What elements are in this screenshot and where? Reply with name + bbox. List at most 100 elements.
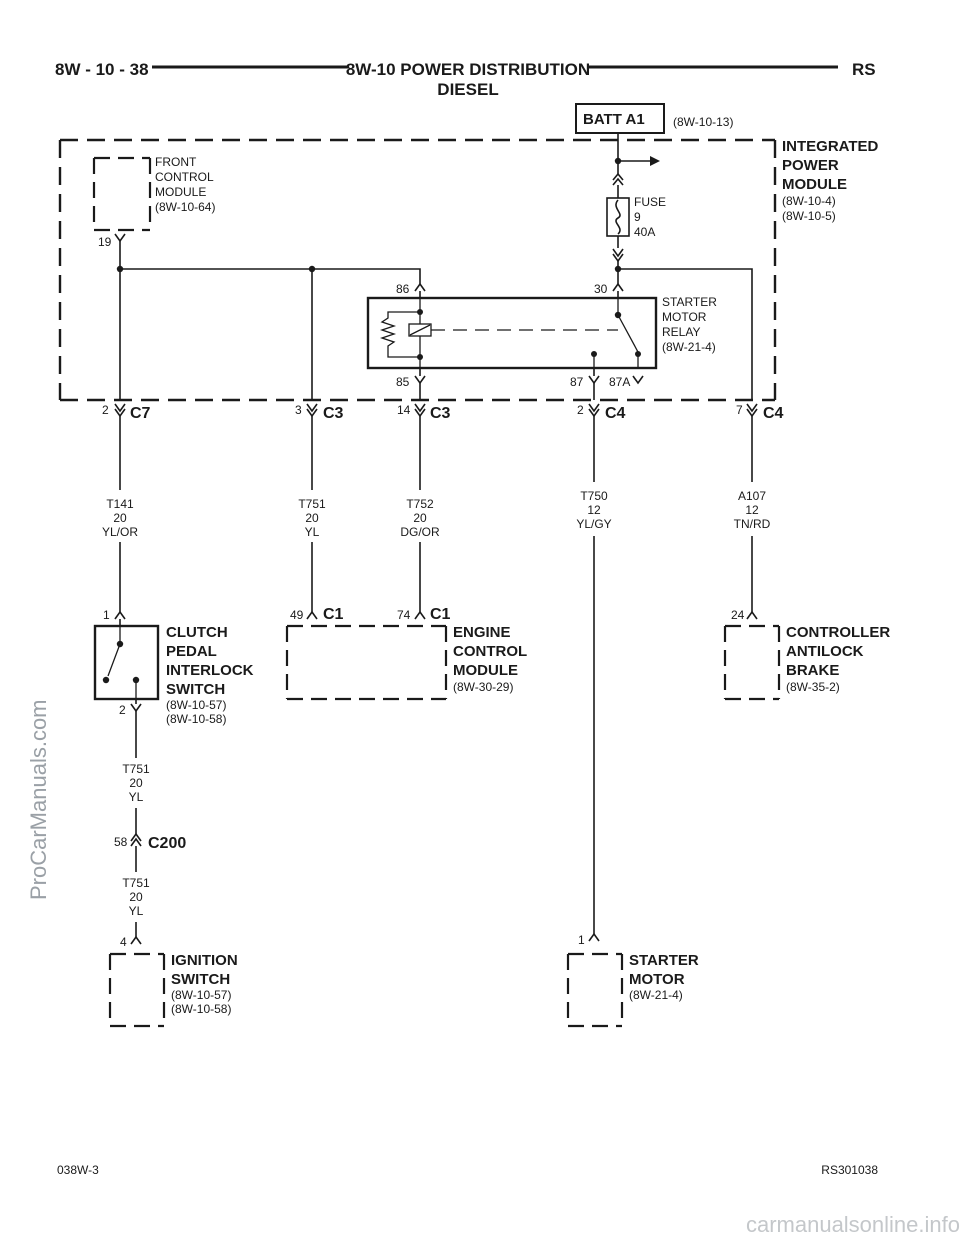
fcm-label-3: MODULE: [155, 185, 206, 199]
ipm-outline: [58, 138, 777, 402]
fuse-bottom-terminal-a: [612, 248, 624, 258]
connector-c3-14: [414, 403, 426, 418]
t751b-gauge: 20: [129, 776, 143, 790]
fuse-body: [606, 197, 630, 237]
ecm-ref: (8W-30-29): [453, 680, 513, 694]
cab-label-2: ANTILOCK: [786, 643, 864, 660]
starter-label-2: MOTOR: [629, 971, 685, 988]
t751a-color: YL: [305, 525, 320, 539]
t750-color: YL/GY: [576, 517, 611, 531]
ign-pin: 4: [120, 935, 127, 949]
fcm-outline: [92, 156, 152, 232]
ipm-label-3: MODULE: [782, 176, 847, 193]
cab-label-1: CONTROLLER: [786, 624, 890, 641]
clutch-ref-1: (8W-10-57): [166, 698, 226, 712]
clutch-label-4: SWITCH: [166, 681, 225, 698]
relay-coil: [379, 298, 432, 368]
relay-label-2: MOTOR: [662, 310, 707, 324]
t752-color: DG/OR: [400, 525, 440, 539]
starter-ref: (8W-21-4): [629, 988, 683, 1002]
relay-label-1: STARTER: [662, 295, 717, 309]
fcm-ref: (8W-10-64): [155, 200, 215, 214]
fuse-label-3: 40A: [634, 225, 655, 239]
a107-gauge: 12: [745, 503, 759, 517]
page-subtitle: DIESEL: [437, 80, 498, 99]
ecm-label-1: ENGINE: [453, 624, 511, 641]
connector-c4-2: [588, 403, 600, 418]
fuse-top-terminal-a: [612, 172, 624, 181]
footer-figure-id: 038W-3: [57, 1163, 99, 1177]
c200-name: C200: [148, 835, 186, 852]
ign-label-2: SWITCH: [171, 971, 230, 988]
side-watermark: ProCarManuals.com: [26, 699, 51, 900]
starter-pin-terminal: [588, 932, 600, 942]
ign-label-1: IGNITION: [171, 952, 238, 969]
relay-pin-87a: 87A: [609, 375, 630, 389]
c4a-name: C4: [605, 405, 626, 422]
ipm-ref-1: (8W-10-4): [782, 194, 836, 208]
relay-switch-contact: [591, 298, 641, 368]
ecm-c1-74-terminal: [414, 610, 426, 620]
c3a-name: C3: [323, 405, 344, 422]
t141-gauge: 20: [113, 511, 127, 525]
t751c-color: YL: [129, 904, 144, 918]
t141-color: YL/OR: [102, 525, 138, 539]
ecm1-name: C1: [323, 606, 344, 623]
batt-ref: (8W-10-13): [673, 115, 733, 129]
clutch-label-1: CLUTCH: [166, 624, 228, 641]
c200-pin: 58: [114, 835, 128, 849]
clutch-ref-2: (8W-10-58): [166, 712, 226, 726]
batt-a1-label: BATT A1: [583, 111, 645, 128]
c4a-pin: 2: [577, 403, 584, 417]
cab-pin: 24: [731, 608, 745, 622]
c3b-pin: 14: [397, 403, 411, 417]
starter-pin: 1: [578, 933, 585, 947]
a107-code: A107: [738, 489, 766, 503]
t752-gauge: 20: [413, 511, 427, 525]
fcm-bus-wire: [120, 268, 421, 284]
cab-pin-terminal: [746, 610, 758, 620]
clutch-pin2-terminal: [130, 703, 142, 713]
fcm-pin-terminal: [114, 233, 126, 243]
ecm-c1-49-terminal: [306, 610, 318, 620]
relay-87a-terminal: [632, 375, 644, 385]
relay-pin-30: 30: [594, 282, 608, 296]
t751c-gauge: 20: [129, 890, 143, 904]
starter-label-1: STARTER: [629, 952, 699, 969]
clutch-switch-contact: [102, 626, 140, 699]
ign-pin-terminal: [130, 935, 142, 945]
ecm1-pin: 49: [290, 608, 304, 622]
c4b-name: C4: [763, 405, 784, 422]
ipm-ref-2: (8W-10-5): [782, 209, 836, 223]
page-title: 8W-10 POWER DISTRIBUTION: [346, 60, 590, 79]
c7-pin: 2: [102, 403, 109, 417]
t751b-color: YL: [129, 790, 144, 804]
c3b-name: C3: [430, 405, 451, 422]
c4b-pin: 7: [736, 403, 743, 417]
ign-outline: [108, 952, 166, 1028]
fuse-top-terminal-b: [612, 177, 624, 186]
relay-30-terminal: [612, 282, 624, 292]
clutch-pin1-terminal: [114, 610, 126, 620]
relay-pin-87: 87: [570, 375, 584, 389]
a107-color: TN/RD: [734, 517, 771, 531]
relay-label-3: RELAY: [662, 325, 700, 339]
relay-pin-86: 86: [396, 282, 410, 296]
connector-c200: [130, 832, 142, 847]
relay-ref: (8W-21-4): [662, 340, 716, 354]
relay-pin-85: 85: [396, 375, 410, 389]
t751b-code: T751: [122, 762, 150, 776]
relay-87-terminal: [588, 375, 600, 385]
a107-internal-wire: [618, 268, 753, 400]
fuse-element: [615, 199, 621, 235]
batt-branch-arrow: [650, 156, 660, 166]
ign-ref-1: (8W-10-57): [171, 988, 231, 1002]
clutch-pin2: 2: [119, 703, 126, 717]
fcm-pin: 19: [98, 235, 112, 249]
connector-c7: [114, 403, 126, 418]
ecm2-name: C1: [430, 606, 451, 623]
t141-code: T141: [106, 497, 134, 511]
c3a-pin: 3: [295, 403, 302, 417]
ecm-label-2: CONTROL: [453, 643, 527, 660]
